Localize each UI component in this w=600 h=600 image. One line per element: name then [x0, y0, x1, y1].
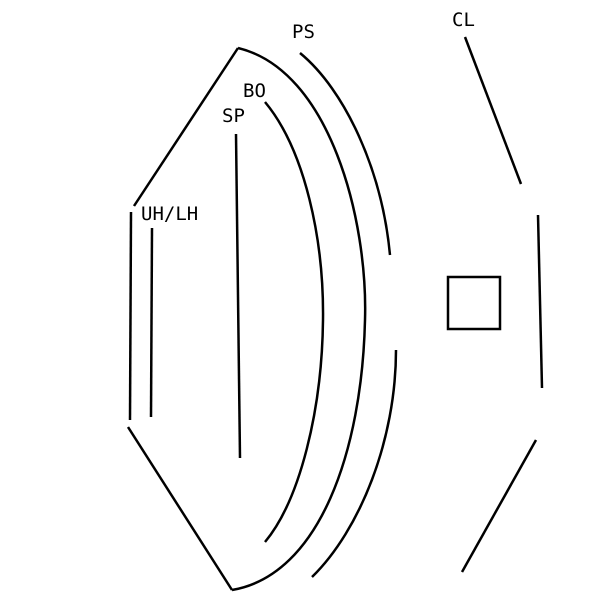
lower-diagonal-line: [126, 426, 234, 591]
bo-arc: [264, 101, 325, 543]
label-ps: PS: [292, 21, 315, 43]
label-uh-lh: UH/LH: [141, 203, 198, 225]
ps-arc-upper: [299, 52, 392, 256]
ps-arc-lower: [311, 349, 398, 578]
outer-arc: [231, 46, 367, 592]
square-box: [446, 275, 502, 331]
upper-diagonal-line: [132, 47, 240, 207]
label-cl: CL: [452, 9, 475, 31]
uh-lh-line: [149, 227, 154, 418]
cl-line-lower: [460, 439, 538, 573]
label-sp: SP: [222, 105, 245, 127]
left-vertical-line: [128, 211, 133, 421]
cl-line-middle: [536, 214, 544, 389]
cl-line-upper: [463, 36, 523, 185]
label-bo: BO: [243, 80, 266, 102]
sp-line: [234, 133, 242, 459]
